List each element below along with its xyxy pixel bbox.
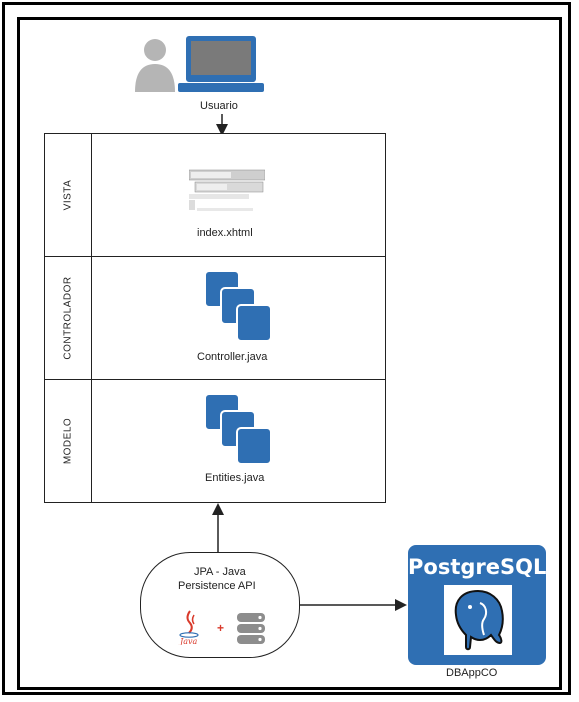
- stacked-files-icon: [205, 271, 272, 342]
- plus-sign: +: [217, 621, 225, 635]
- postgresql-title: PostgreSQL: [408, 555, 547, 579]
- db-label: DBAppCO: [446, 667, 498, 679]
- layer-name: VISTA: [62, 179, 74, 211]
- jpa-line1: JPA - Java: [194, 566, 246, 578]
- jpa-node: JPA - Java Persistence API Java +: [140, 552, 300, 658]
- layer-tab: CONTROLADOR: [45, 257, 92, 379]
- web-page-icon: [189, 169, 265, 211]
- layer-name: CONTROLADOR: [62, 276, 74, 360]
- inner-border: [17, 17, 562, 690]
- layer-vista: VISTA index.xhtml: [44, 133, 386, 257]
- layer-tab: VISTA: [45, 134, 92, 256]
- file-label: index.xhtml: [197, 227, 253, 239]
- layer-name: MODELO: [62, 417, 74, 465]
- jpa-line2: Persistence API: [178, 580, 256, 592]
- user-label: Usuario: [200, 100, 238, 112]
- stacked-files-icon: [205, 394, 272, 465]
- elephant-logo-frame: [444, 585, 512, 655]
- svg-text:Java: Java: [178, 637, 197, 645]
- elephant-icon: [454, 589, 504, 651]
- file-label: Controller.java: [197, 351, 268, 363]
- layer-tab: MODELO: [45, 380, 92, 502]
- file-label: Entities.java: [205, 472, 265, 484]
- laptop-icon: [178, 36, 264, 92]
- java-icon: Java: [178, 610, 199, 645]
- database-icon: [237, 613, 265, 644]
- layer-modelo: MODELO Entities.java: [44, 379, 386, 503]
- person-icon: [135, 39, 175, 92]
- layer-controlador: CONTROLADOR Controller.java: [44, 256, 386, 380]
- outer-border: [2, 2, 571, 695]
- postgresql-node: PostgreSQL: [408, 545, 546, 665]
